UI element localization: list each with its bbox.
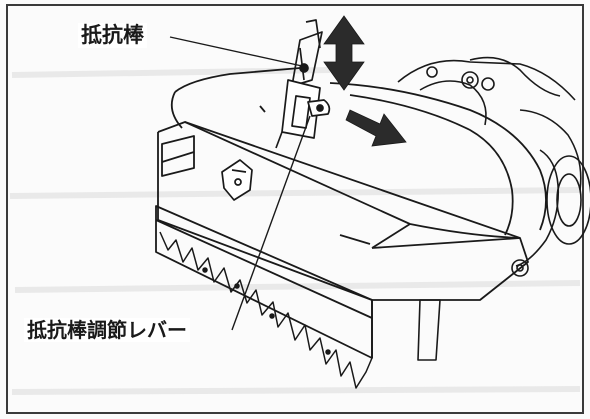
resist-rod-assembly (221, 19, 331, 201)
leveling-plate-teeth (159, 231, 373, 389)
label-adjust-lever: 抵抗棒調節レバー (24, 318, 190, 342)
leader-lines (169, 36, 311, 331)
double-headed-arrow-vertical-icon (323, 15, 365, 91)
figure-frame (6, 4, 584, 414)
arrow-right-icon (345, 109, 407, 147)
label-resist-rod: 抵抗棒 (78, 23, 147, 49)
machine-frame-right (397, 56, 590, 361)
leader-line-resist-rod (169, 36, 303, 67)
leader-line-adjust-lever (231, 115, 311, 331)
